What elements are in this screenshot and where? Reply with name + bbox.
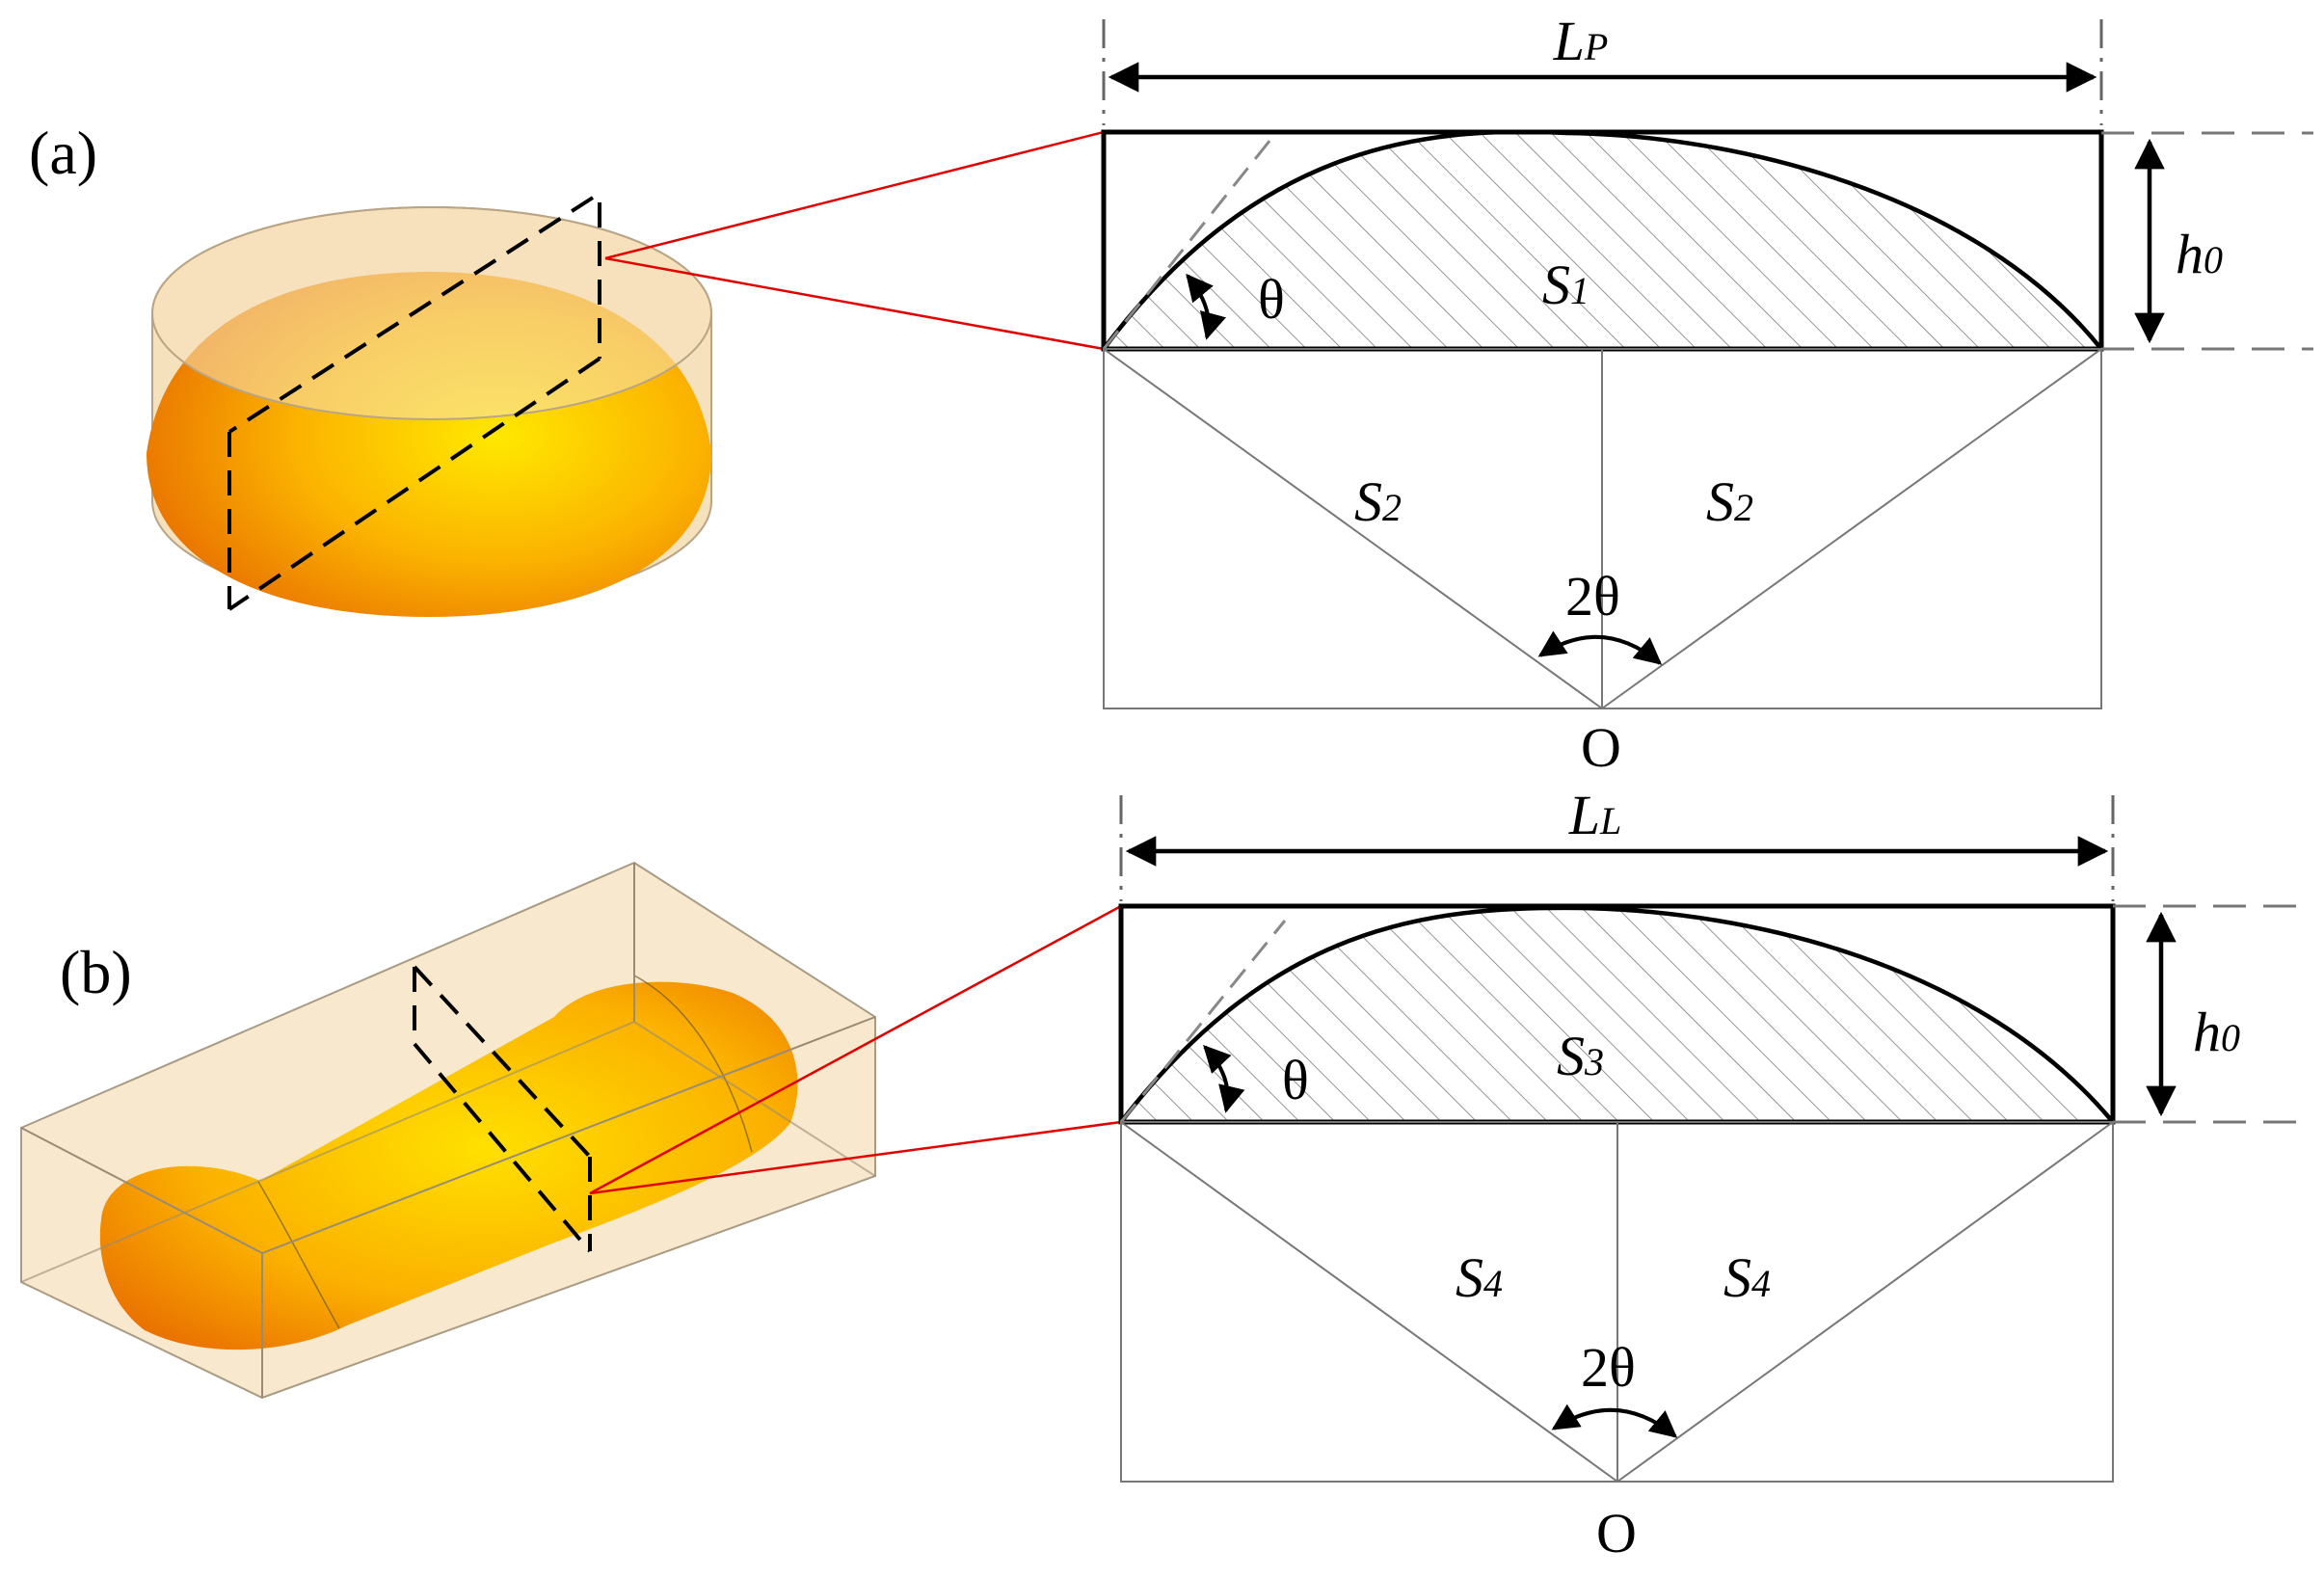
- svg-text:S2: S2: [1706, 470, 1753, 533]
- svg-text:S4: S4: [1456, 1246, 1503, 1309]
- sector-right-var-b: S: [1723, 1246, 1751, 1309]
- sector-right-var-a: S: [1706, 470, 1734, 533]
- width-label-sub-b: L: [1599, 799, 1621, 842]
- panel-b: (b): [20, 784, 2313, 1564]
- svg-text:S3: S3: [1557, 1025, 1604, 1087]
- svg-text:h0: h0: [2176, 223, 2223, 285]
- connector-lines-b: [589, 904, 1122, 1195]
- height-dimension: h0: [2101, 131, 2313, 351]
- width-label-sub: P: [1584, 25, 1608, 68]
- cylinder-top: [151, 206, 712, 420]
- svg-text:h0: h0: [2193, 1001, 2240, 1063]
- center-point-a: O: [1581, 716, 1621, 779]
- panel-b-label: (b): [60, 938, 132, 1006]
- elongated-bead: [99, 981, 798, 1350]
- panel-a: (a): [29, 10, 2313, 779]
- cylinder-model: [147, 196, 712, 617]
- sector-left-sub-a: 2: [1382, 486, 1402, 529]
- bead-section-arcs: [257, 975, 753, 1329]
- sector-left-var-b: S: [1456, 1246, 1483, 1309]
- cap-area-sub-b: 3: [1584, 1040, 1604, 1083]
- theta-label-b: θ: [1282, 1049, 1309, 1111]
- sector-left-var-a: S: [1354, 470, 1382, 533]
- height-label-var: h: [2176, 223, 2204, 285]
- svg-text:LL: LL: [1568, 784, 1622, 846]
- contact-angle-a: θ: [1186, 268, 1285, 340]
- center-angle-label-a: 2θ: [1565, 565, 1620, 628]
- center-angle-label-b: 2θ: [1581, 1336, 1636, 1399]
- sector-right-sub-a: 2: [1734, 486, 1753, 529]
- width-dimension-b: LL: [1119, 784, 2115, 901]
- cap-area-var-a: S: [1542, 254, 1570, 316]
- sector-left-sub-b: 4: [1483, 1262, 1503, 1305]
- hatched-cap-area-b: [1121, 907, 2113, 1122]
- svg-text:S4: S4: [1723, 1246, 1771, 1309]
- height-label-var-b: h: [2193, 1001, 2221, 1063]
- panel-a-label: (a): [29, 119, 97, 187]
- center-point-b: O: [1596, 1502, 1637, 1564]
- width-dimension: LP: [1102, 10, 2103, 125]
- sector-right-sub-b: 4: [1751, 1262, 1771, 1305]
- center-angle-b: 2θ: [1551, 1336, 1678, 1438]
- box-model: [20, 861, 876, 1400]
- svg-text:S2: S2: [1354, 470, 1402, 533]
- height-label-sub: 0: [2204, 238, 2223, 281]
- section-plane-b: [413, 965, 592, 1253]
- connector-lines-a: [604, 130, 1105, 351]
- svg-text:LP: LP: [1553, 10, 1609, 72]
- width-label-var: L: [1553, 10, 1585, 72]
- cap-area-sub-a: 1: [1570, 269, 1589, 312]
- construction-lines: [1103, 348, 2102, 709]
- contact-angle-b: θ: [1203, 1044, 1309, 1113]
- cap-area-var-b: S: [1557, 1025, 1585, 1087]
- theta-label-a: θ: [1258, 268, 1285, 331]
- construction-lines-b: [1120, 1121, 2114, 1483]
- tangent-line: [1102, 139, 1272, 350]
- cross-section-a: LP h0 θ S1 S2: [1101, 10, 2313, 779]
- height-label-sub-b: 0: [2221, 1016, 2240, 1059]
- height-dimension-b: h0: [2113, 904, 2313, 1124]
- center-angle-a: 2θ: [1537, 565, 1663, 665]
- section-plane-a: [227, 196, 601, 611]
- cross-section-b: LL h0 θ S3 S4 S4: [1118, 784, 2313, 1564]
- hatched-cap-area: [1104, 131, 2101, 349]
- box-edges: [20, 863, 876, 1398]
- svg-text:S1: S1: [1542, 254, 1589, 316]
- width-label-var-b: L: [1568, 784, 1600, 846]
- tangent-line-b: [1119, 920, 1287, 1123]
